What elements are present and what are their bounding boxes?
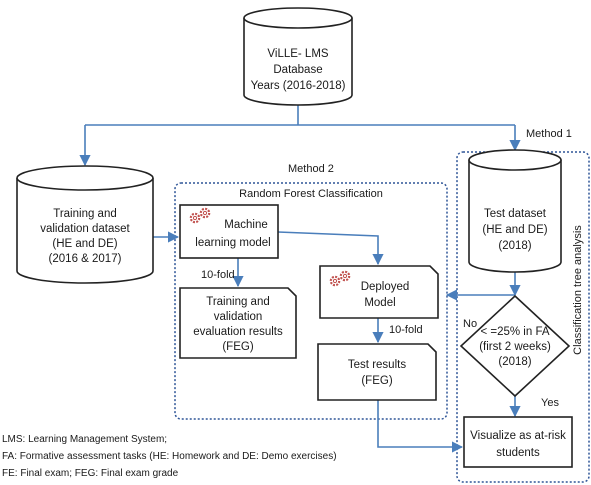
training-dataset-line-4: (2016 & 2017) xyxy=(49,253,122,265)
decision-line-1: < =25% in FA xyxy=(480,326,549,338)
training-results-line-1: Training and xyxy=(206,296,270,308)
decision-line-3: (2018) xyxy=(498,356,531,368)
test-dataset-line-3: (2018) xyxy=(498,240,531,252)
method-2-label: Method 2 xyxy=(288,163,334,175)
visualize-line-1: Visualize as at-risk xyxy=(470,430,566,442)
edge-ml-to-deployed xyxy=(277,231,384,266)
test-dataset-cylinder: Test dataset (HE and DE) (2018) xyxy=(468,149,562,273)
method-1-label: Method 1 xyxy=(526,128,572,140)
ten-fold-label-1: 10-fold xyxy=(201,269,235,281)
random-forest-title: Random Forest Classification xyxy=(239,188,383,200)
test-results-line-1: Test results xyxy=(348,359,406,371)
test-results-line-2: (FEG) xyxy=(361,375,392,387)
machine-learning-model-box: Machine learning model xyxy=(179,204,279,259)
database-line-2: Database xyxy=(273,64,322,76)
training-results-line-4: (FEG) xyxy=(222,341,253,353)
database-line-1: ViLLE- LMS xyxy=(267,48,328,60)
deployed-model-box: Deployed Model xyxy=(319,265,439,319)
training-results-line-3: evaluation results xyxy=(193,326,283,338)
database-line-3: Years (2016-2018) xyxy=(251,80,346,92)
training-dataset-cylinder: Training and validation dataset (HE and … xyxy=(16,165,154,284)
connectors xyxy=(79,105,521,453)
training-dataset-line-1: Training and xyxy=(53,208,117,220)
ml-model-line-1: Machine xyxy=(224,219,267,231)
legend: LMS: Learning Management System; FA: For… xyxy=(2,434,337,479)
training-results-box: Training and validation evaluation resul… xyxy=(179,287,297,359)
no-label: No xyxy=(463,318,477,330)
deployed-model-line-2: Model xyxy=(364,297,395,309)
deployed-model-line-1: Deployed xyxy=(361,281,410,293)
visualize-box: Visualize as at-risk students xyxy=(463,416,573,468)
random-forest-group xyxy=(174,182,448,420)
classification-tree-title: Classification tree analysis xyxy=(572,225,584,355)
decision-line-2: (first 2 weeks) xyxy=(479,341,551,353)
ten-fold-label-2: 10-fold xyxy=(389,324,423,336)
decision-diamond: < =25% in FA (first 2 weeks) (2018) xyxy=(459,294,571,398)
test-results-box: Test results (FEG) xyxy=(317,343,437,401)
training-results-line-2: validation xyxy=(214,311,263,323)
test-dataset-line-2: (HE and DE) xyxy=(482,224,547,236)
visualize-line-2: students xyxy=(496,447,540,459)
legend-line-1: LMS: Learning Management System; xyxy=(2,434,167,445)
edge-db-split xyxy=(85,105,515,126)
yes-label: Yes xyxy=(541,397,559,409)
training-dataset-line-2: validation dataset xyxy=(40,223,130,235)
legend-line-3: FE: Final exam; FEG: Final exam grade xyxy=(2,468,179,479)
edge-test-results-to-visualize xyxy=(377,400,464,453)
database-cylinder: ViLLE- LMS Database Years (2016-2018) xyxy=(243,7,353,106)
legend-line-2: FA: Formative assessment tasks (HE: Home… xyxy=(2,451,337,462)
test-dataset-line-1: Test dataset xyxy=(484,208,547,220)
ml-model-line-2: learning model xyxy=(195,237,270,249)
training-dataset-line-3: (HE and DE) xyxy=(52,238,117,250)
